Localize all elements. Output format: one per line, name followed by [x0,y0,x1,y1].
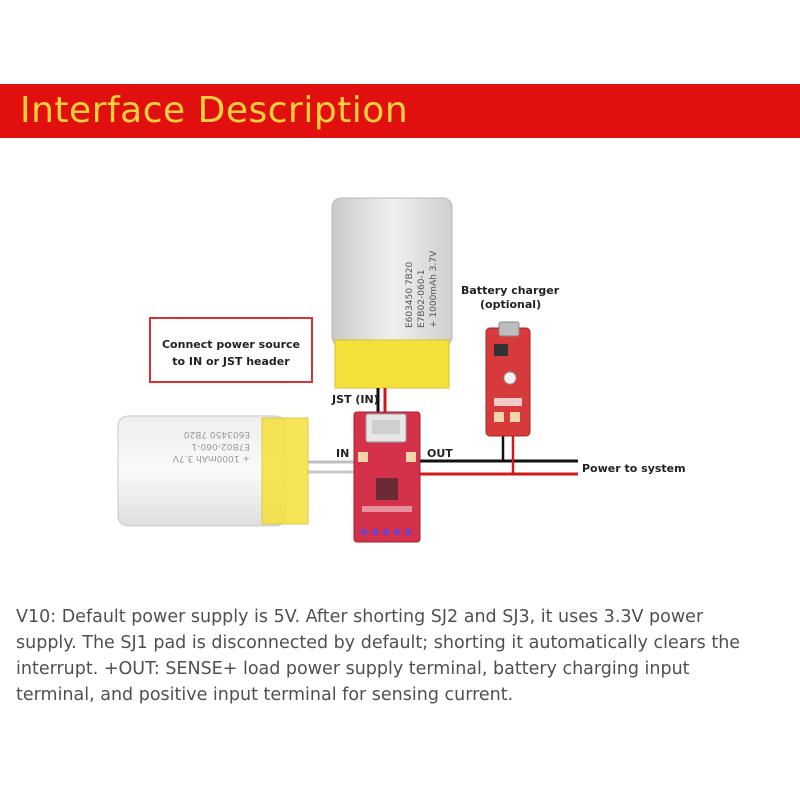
battery-top-line2: E7B02-060-1 [417,270,427,328]
callout-border [149,317,313,383]
chip [376,478,398,500]
charger-label-line1: Battery charger [461,284,560,297]
battery-tape [261,417,309,525]
battery-top-line1: E603450 7B20 [405,261,415,328]
sensor-board [353,411,421,543]
power-to-system-label: Power to system [582,462,686,475]
battery-top-line3: + 1000mAh 3.7V [429,250,439,328]
pin-header [360,528,412,536]
battery-left-line1: + 1000mAh 3.7V [172,453,250,463]
description-line: supply. The SJ1 pad is disconnected by d… [16,633,741,653]
charger-label-line2: (optional) [480,298,541,311]
out-label: OUT [427,447,453,460]
callout-box: Connect power source to IN or JST header [149,317,313,383]
battery-left: + 1000mAh 3.7V E7B02-060-1 E603450 7B20 [117,415,309,527]
callout-line2: to IN or JST header [172,355,290,368]
wiring-diagram: Connect power source to IN or JST header… [117,197,686,543]
description-line: interrupt. +OUT: SENSE+ load power suppl… [16,659,690,679]
description-line: V10: Default power supply is 5V. After s… [16,607,704,627]
battery-tape [334,339,450,389]
in-wires [308,460,356,474]
battery-left-line2: E7B02-060-1 [192,441,250,451]
page-title: Interface Description [20,90,409,131]
usb-port [498,321,520,337]
description-line: terminal, and positive input terminal fo… [16,685,514,705]
description: V10: Default power supply is 5V. After s… [16,604,796,708]
battery-left-line3: E603450 7B20 [183,429,250,439]
jst-label: JST (IN) [331,393,379,406]
in-label: IN [336,447,349,460]
callout-line1: Connect power source [162,338,300,351]
battery-charger-board [485,321,531,437]
battery-top: E603450 7B20 E7B02-060-1 + 1000mAh 3.7V [331,197,453,389]
title-banner [0,84,800,138]
